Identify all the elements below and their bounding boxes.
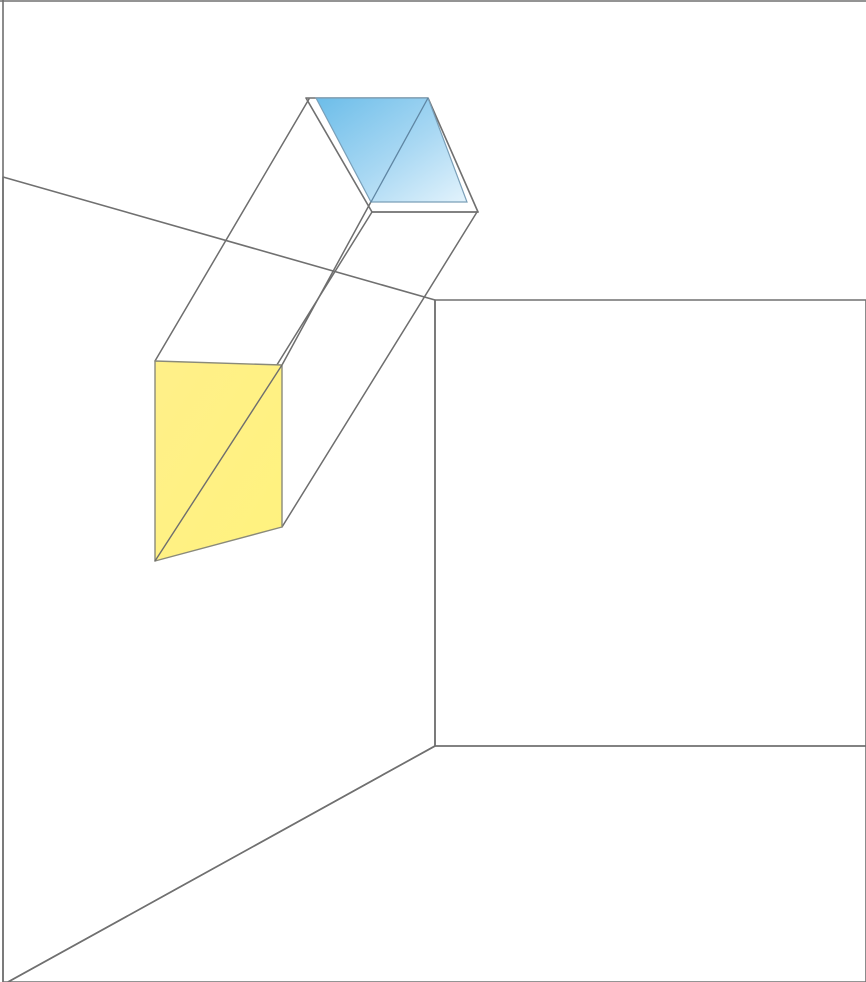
skylight [305, 97, 479, 213]
skylight-glass [315, 97, 468, 203]
light-patch [154, 360, 283, 562]
light-patch-diagonal [154, 364, 283, 562]
skylight-diagonal [370, 97, 429, 203]
shaft-edge-outer-bottom [281, 211, 478, 528]
shaft-edge-outer-top [154, 98, 310, 362]
